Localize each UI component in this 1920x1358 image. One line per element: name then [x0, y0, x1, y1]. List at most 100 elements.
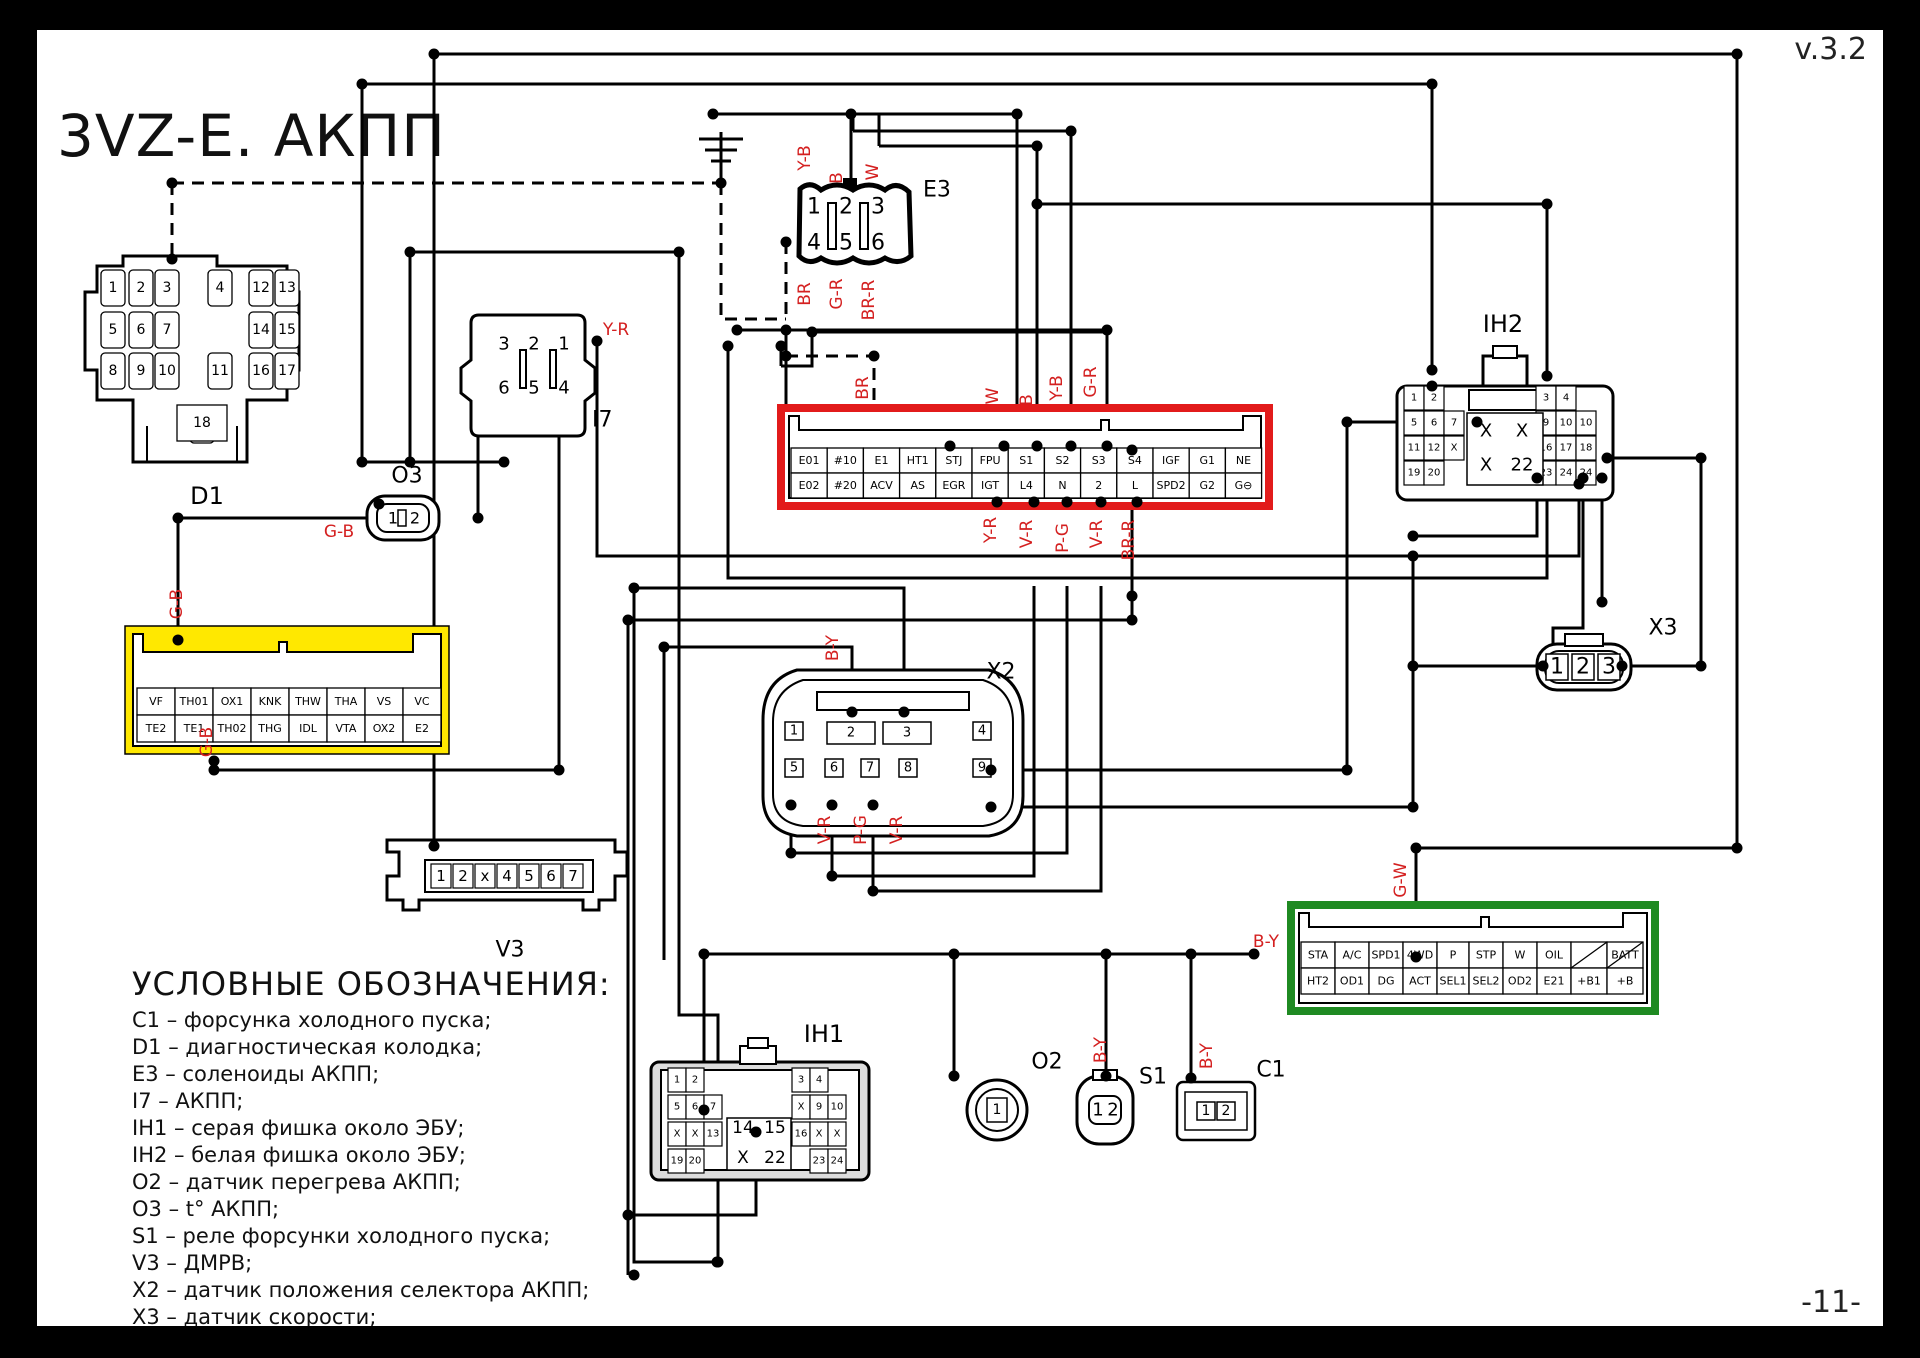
x2-pin-label: 1 [790, 724, 798, 739]
v3-pin-label: 6 [546, 867, 556, 885]
ecu-yellow-pin-cell [326, 714, 366, 743]
wire-label: Y-R [981, 517, 1001, 545]
ecu-yellow-pin-label: IDL [299, 722, 318, 735]
wiring-diagram: 12341213567141589101116171818D1142536E33… [83, 48, 1743, 1281]
junction-dot [998, 440, 1010, 452]
d1-pin-label: 8 [109, 363, 118, 379]
junction-dot [1731, 842, 1743, 854]
junction-dot [1011, 108, 1023, 120]
ih2-pin-label: 16 [1540, 443, 1553, 454]
i7-jumper [549, 349, 557, 389]
wire-e3-brr2 [781, 332, 814, 368]
junction-dot [1126, 614, 1138, 626]
ih2-tab [1481, 354, 1529, 388]
d1-pin-label: 2 [137, 280, 146, 296]
ecu-red-pin-cell [1188, 447, 1227, 474]
ecu-green-pin-label: DG [1378, 975, 1395, 988]
d1-pin-cell [248, 311, 274, 349]
ecu-green-pin-label: HT2 [1307, 975, 1329, 988]
ecu-red-pin-label: SPD2 [1157, 479, 1186, 492]
v3-pin-cell [430, 863, 452, 889]
ecu-red-pin-cell [1043, 472, 1082, 499]
wire-vr2 [871, 586, 1103, 893]
x2-pin-label: 6 [830, 761, 838, 776]
ecu-yellow-pin-cell [212, 687, 252, 716]
i7-pin-label: 6 [498, 378, 509, 399]
ecu-green-pin-label: OD2 [1508, 975, 1532, 988]
d1-pin-cell [154, 269, 180, 307]
x2-pin-cell [860, 758, 880, 778]
d1-pin-cell [128, 311, 154, 349]
wire-label: V-R [1017, 520, 1037, 549]
ih1-pin-label: 15 [764, 1118, 786, 1138]
legend-item: O2 – датчик перегрева АКПП; [132, 1170, 461, 1194]
ih2-pin-label: 6 [1431, 418, 1437, 429]
d1-pin-cell [100, 269, 126, 307]
x2-pin-label: 7 [866, 761, 874, 776]
ih1-pin-label: X [737, 1148, 749, 1168]
d1-pin-label: 18 [193, 415, 211, 431]
ih1-pin-label: 16 [795, 1129, 808, 1140]
junction-dot [698, 1104, 710, 1116]
version-label: v.3.2 [1794, 32, 1867, 67]
ecu-red-pin-label: FPU [980, 454, 1001, 467]
ecu-yellow-pin-cell [402, 714, 442, 743]
x3-pin-cell [1571, 653, 1595, 681]
junction-dot [1531, 472, 1543, 484]
junction-dot [673, 246, 685, 258]
ih1-pin-label: 7 [710, 1102, 716, 1113]
i7-body [459, 313, 597, 438]
wire-label: V-R [887, 816, 907, 845]
ih2-pin-label: 24 [1560, 468, 1573, 479]
d1-pin-label: 3 [163, 280, 172, 296]
ih1-pin-cell [827, 1148, 847, 1174]
junction-dot [1095, 496, 1107, 508]
junction-dot [1410, 842, 1422, 854]
ecu-yellow-pin-cell [250, 714, 290, 743]
wire-label: BR [795, 282, 815, 306]
ecu-green-blank [1570, 941, 1608, 969]
junction-dot [1426, 364, 1438, 376]
ecu-red-pin-label: IGT [981, 479, 999, 492]
ecu-green-pin-label: W [1515, 949, 1526, 962]
components: 12341213567141589101116171818D1142536E33… [83, 132, 1678, 1182]
junction-dot [944, 440, 956, 452]
ecu-red-pin-cell [1224, 447, 1263, 474]
ecu-yellow-pin-label: VC [414, 695, 430, 708]
junction-dot [1596, 596, 1608, 608]
ecu-red-pin-label: E1 [875, 454, 889, 467]
junction-dot [1341, 764, 1353, 776]
junction-dot [1065, 125, 1077, 137]
d1-pin-label: 6 [137, 322, 146, 338]
ecu-green-connector: STAHT2A/COD1SPD1DG4WDACTPSEL1STPSEL2WOD2… [1287, 901, 1659, 1015]
x3-tab [1564, 633, 1604, 647]
ih2-pin-label: X [1480, 455, 1492, 476]
ecu-green-pin-cell [1570, 967, 1608, 995]
wire-label: B [827, 172, 847, 184]
junction-dot [750, 1126, 762, 1138]
o3-jumper [397, 509, 407, 527]
e3-pin-label: 5 [839, 231, 853, 256]
d1-pin-label: 14 [252, 322, 270, 338]
ecu-red-pin-label: STJ [945, 454, 962, 467]
junction-dot [356, 78, 368, 90]
legend-item: D1 – диагностическая колодка; [132, 1035, 483, 1059]
junction-dot [356, 456, 368, 468]
wire-label: P-G [1053, 523, 1073, 553]
junction-dot [1185, 948, 1197, 960]
d1-pin-cell [274, 269, 300, 307]
junction-dot [780, 324, 792, 336]
junction-dot [1028, 496, 1040, 508]
junction-dot [715, 177, 727, 189]
ih1-pin-label: 3 [798, 1075, 804, 1086]
junction-dot [1407, 550, 1419, 562]
legend-item: IH2 – белая фишка около ЭБУ; [132, 1143, 466, 1167]
ecu-yellow-pin-label: TH01 [179, 695, 209, 708]
junction-dot [628, 1269, 640, 1281]
ih2-pin-label: 22 [1511, 455, 1534, 476]
ih2-pin-cell [1443, 410, 1465, 436]
